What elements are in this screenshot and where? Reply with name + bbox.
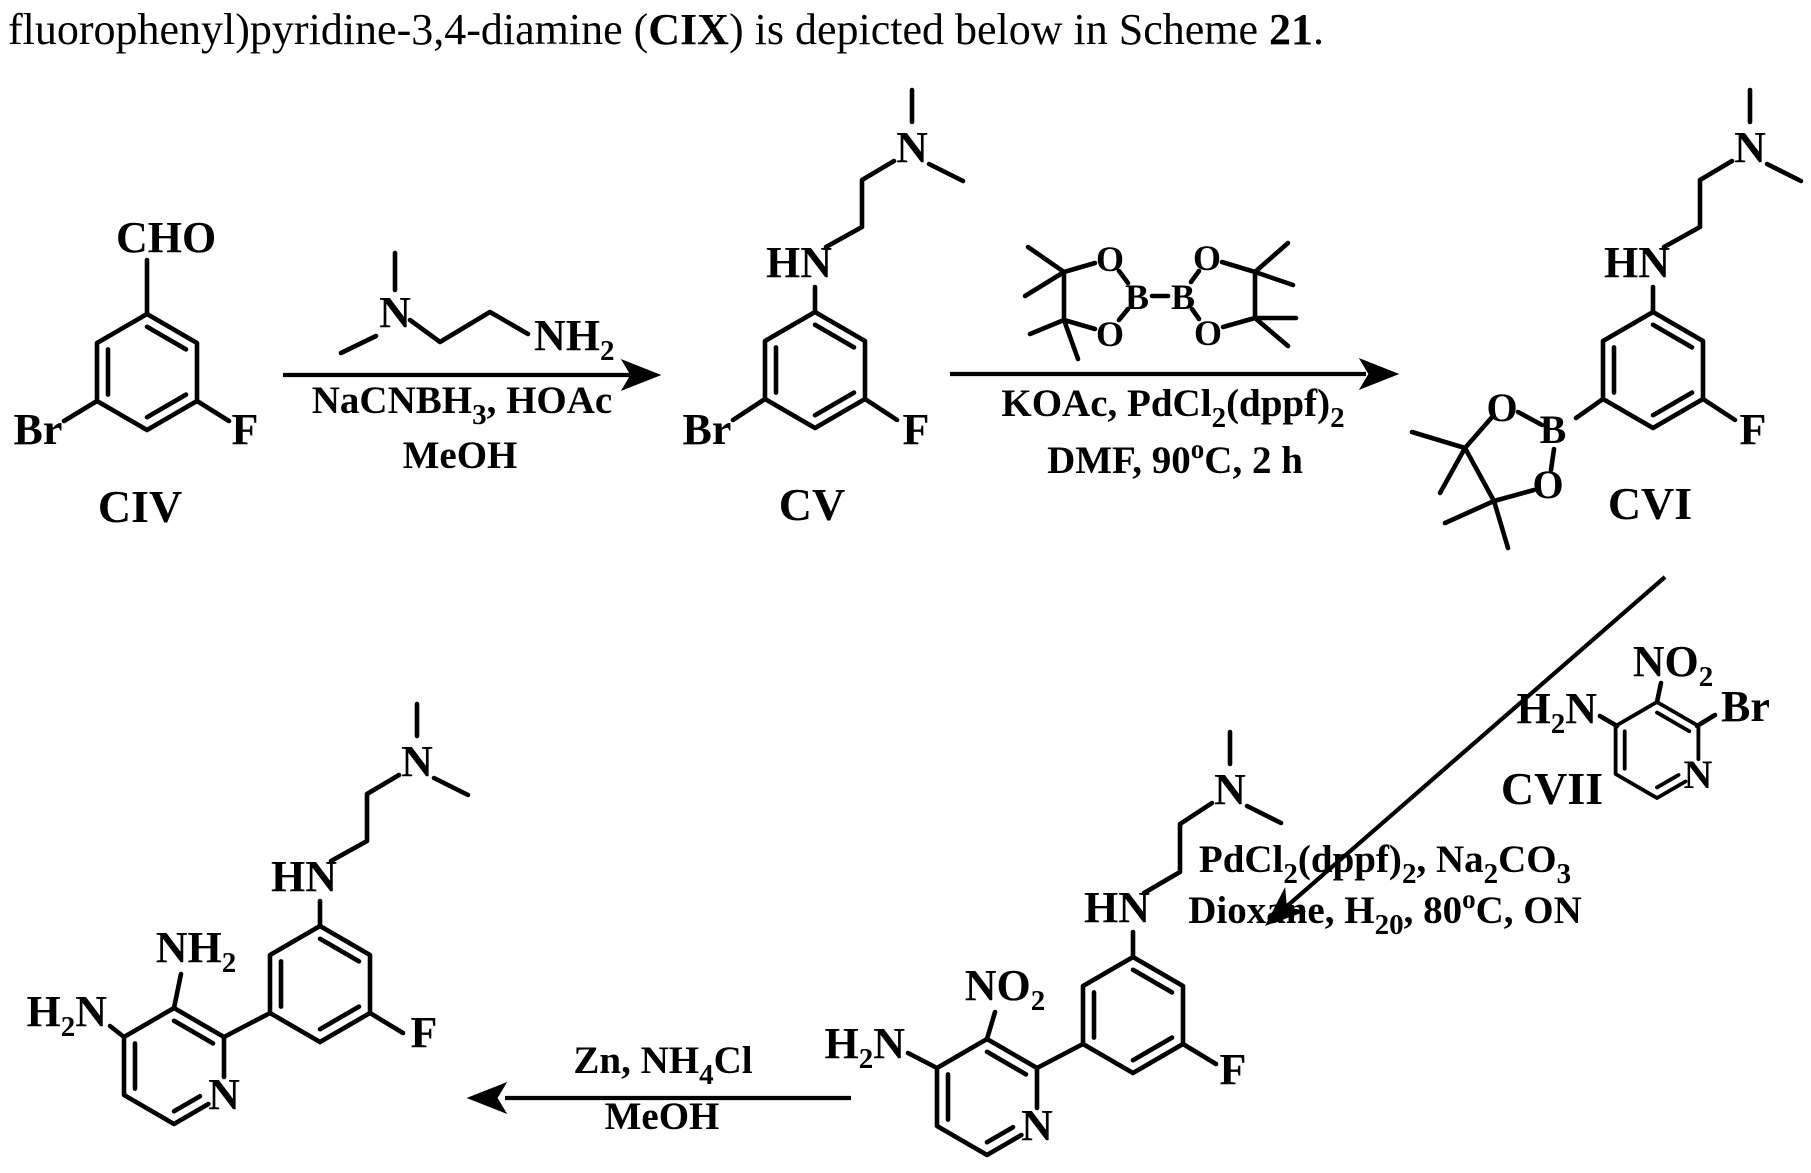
structure-diamine-product: HN N F NH2 H2N N	[26, 704, 468, 1124]
reagents-step4-line1: Zn, NH4Cl	[573, 1039, 752, 1091]
nh2-label: NH2	[156, 923, 237, 979]
reagents-step2-line1: KOAc, PdCl2(dppf)2	[1001, 382, 1344, 434]
compound-label-cvi: CVI	[1608, 478, 1692, 529]
h2n-label: H2N	[1516, 684, 1597, 740]
benzene-ring	[97, 314, 197, 430]
bromo-label: Br	[1721, 682, 1770, 731]
o-label: O	[1096, 314, 1124, 354]
o-label: O	[1532, 462, 1563, 507]
compound-label-cv: CV	[779, 479, 845, 530]
fluoro-label: F	[1740, 405, 1767, 454]
compound-label-cvii: CVII	[1501, 763, 1603, 814]
benzene-ring	[270, 926, 370, 1042]
structure-cv: HN N Br F CV	[683, 90, 963, 530]
b-label: B	[1540, 407, 1567, 452]
b-label: B	[1171, 277, 1195, 317]
structure-cvi: HN N F B O O CVI	[1412, 90, 1801, 548]
structure-b2pin2: O O B B O O	[1025, 238, 1296, 359]
reagents-step2-line2: DMF, 90oC, 2 h	[1047, 434, 1303, 482]
fluoro-label: F	[903, 405, 930, 454]
arrow-head	[468, 1083, 506, 1113]
fluoro-label: F	[1220, 1045, 1247, 1094]
hn-label: HN	[1084, 883, 1150, 932]
nitro-label: NO2	[1633, 637, 1714, 693]
structure-civ: CHO Br F CIV	[14, 213, 259, 532]
amine-bonds	[341, 253, 528, 353]
fluoro-label: F	[411, 1008, 438, 1057]
h2n-label: H2N	[26, 987, 107, 1043]
benzene-ring	[765, 312, 865, 428]
civ-substituent-bonds	[64, 260, 229, 421]
cv-hn-label: HN	[766, 238, 832, 287]
bromo-label: Br	[683, 405, 732, 454]
amine-n-label: N	[379, 288, 411, 337]
chain-n-label: N	[401, 737, 433, 786]
compound-label-civ: CIV	[98, 481, 182, 532]
ring-n-label: N	[208, 1070, 240, 1119]
cvii-substituent-bonds	[1600, 683, 1715, 726]
benzene-ring	[1083, 957, 1183, 1073]
nitro-label: NO2	[965, 961, 1046, 1017]
reagents-step3-line2: Dioxane, H20, 80oC, ON	[1188, 884, 1582, 941]
o-label: O	[1193, 238, 1221, 278]
h2n-label: H2N	[824, 1019, 905, 1075]
structure-cvii: N NO2 H2N Br CVII	[1501, 637, 1770, 814]
b-label: B	[1125, 277, 1149, 317]
header-sentence: fluorophenyl)pyridine-3,4-diamine (CIX) …	[8, 5, 1324, 54]
amine-nh2-label: NH2	[534, 311, 615, 367]
b2pin2-bonds	[1025, 243, 1296, 359]
ring-n-label: N	[1021, 1101, 1053, 1150]
fluoro-label: F	[232, 405, 259, 454]
cv-n-label: N	[896, 123, 928, 172]
reagents-step3-line1: PdCl2(dppf)2, Na2CO3	[1199, 838, 1571, 890]
bromo-label: Br	[14, 405, 63, 454]
structure-dimethylaminoethylamine: N NH2	[341, 253, 615, 367]
ring-n-label: N	[1684, 752, 1713, 797]
cvi-n-label: N	[1734, 123, 1766, 172]
o-label: O	[1194, 313, 1222, 353]
aldehyde-label: CHO	[116, 213, 216, 262]
o-label: O	[1096, 239, 1124, 279]
reagents-step1-line1: NaCNBH3, HOAc	[312, 379, 613, 431]
cvi-hn-label: HN	[1604, 238, 1670, 287]
structure-nitro-intermediate: HN N F NO2 H2N N	[824, 732, 1281, 1155]
hn-label: HN	[271, 852, 337, 901]
benzene-ring	[1603, 312, 1703, 428]
reagents-step4-line2: MeOH	[605, 1095, 720, 1138]
o-label: O	[1486, 385, 1517, 430]
chain-n-label: N	[1214, 765, 1246, 814]
reagents-step1-line2: MeOH	[403, 434, 518, 477]
